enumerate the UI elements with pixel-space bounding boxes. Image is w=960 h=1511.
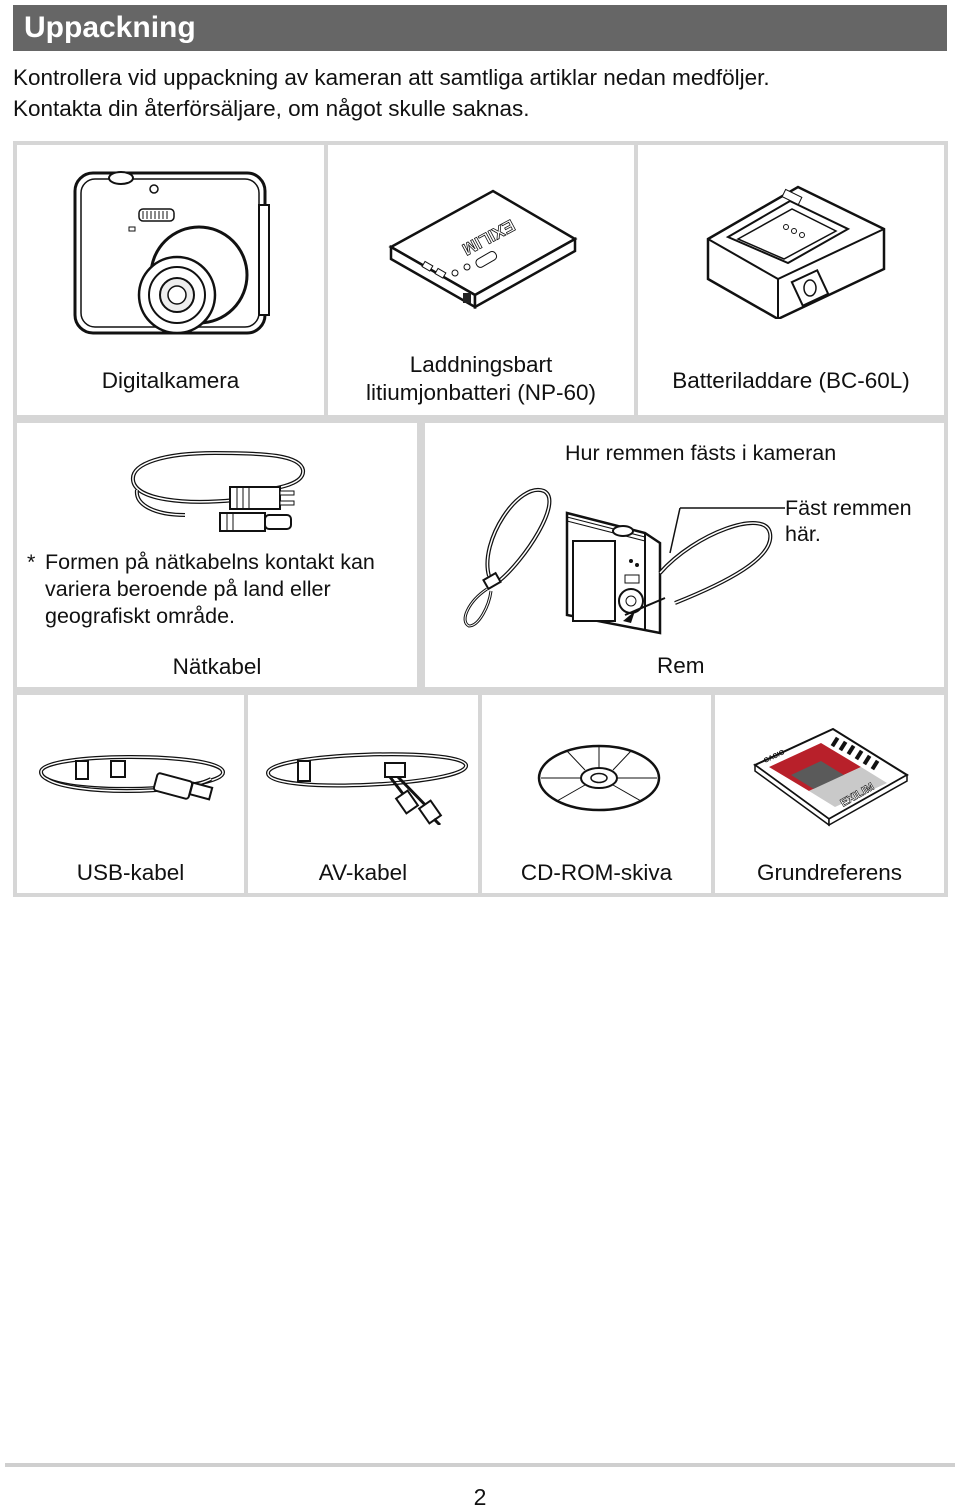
note-line-1: Formen på nätkabelns kontakt kan: [45, 550, 375, 574]
strap-attach-illustration: [565, 503, 785, 643]
usb-cable-illustration: [31, 747, 231, 809]
item-cdrom: CD-ROM-skiva: [478, 691, 715, 897]
note-line-2: variera beroende på land eller: [45, 577, 331, 601]
battery-label-line-2: litiumjonbatteri (NP-60): [365, 380, 597, 405]
item-camera: Digitalkamera: [13, 141, 328, 419]
av-cable-label: AV-kabel: [318, 860, 408, 885]
item-charger: Batteriladdare (BC-60L): [634, 141, 948, 419]
intro-line-2: Kontakta din återförsäljare, om något sk…: [13, 96, 530, 121]
strap-heading: Hur remmen fästs i kameran: [565, 441, 837, 465]
strap-label: Rem: [657, 653, 705, 678]
av-cable-illustration: [260, 745, 474, 825]
camera-label: Digitalkamera: [101, 368, 240, 393]
footer-divider: [5, 1463, 955, 1467]
item-av-cable: AV-kabel: [244, 691, 482, 897]
charger-label: Batteriladdare (BC-60L): [672, 368, 910, 393]
item-battery: EXILIM Laddningsbart litiumjonbatteri (N…: [324, 141, 638, 419]
section-title-bar: Uppackning: [13, 5, 947, 51]
battery-illustration: EXILIM: [383, 185, 583, 315]
note-line-3: geografiskt område.: [45, 604, 236, 628]
strap-illustration: [449, 481, 559, 631]
item-reference: CASIO EXILIM Grundreferens: [711, 691, 948, 897]
intro-line-1: Kontrollera vid uppackning av kameran at…: [13, 65, 770, 90]
intro-text: Kontrollera vid uppackning av kameran at…: [13, 62, 913, 124]
note-asterisk: *: [27, 550, 36, 574]
cdrom-label: CD-ROM-skiva: [520, 860, 673, 885]
strap-callout: Fäst remmen här.: [785, 495, 912, 547]
power-cord-illustration: [125, 445, 315, 540]
power-cord-label: Nätkabel: [172, 654, 262, 679]
charger-illustration: [698, 179, 893, 319]
power-cord-note: * Formen på nätkabelns kontakt kan varie…: [27, 549, 375, 630]
reference-label: Grundreferens: [756, 860, 903, 885]
camera-illustration: [69, 165, 274, 340]
item-strap: Hur remmen fästs i kameran: [421, 419, 948, 691]
section-title: Uppackning: [24, 11, 196, 44]
strap-callout-line-2: här.: [785, 522, 821, 546]
cdrom-illustration: [537, 743, 661, 813]
battery-label: Laddningsbart litiumjonbatteri (NP-60): [328, 351, 634, 407]
strap-callout-line-1: Fäst remmen: [785, 496, 912, 520]
battery-label-line-1: Laddningsbart: [409, 352, 553, 377]
page-number: 2: [473, 1484, 487, 1510]
item-power-cord: * Formen på nätkabelns kontakt kan varie…: [13, 419, 421, 691]
reference-booklet-illustration: CASIO EXILIM: [751, 725, 911, 835]
item-usb-cable: USB-kabel: [13, 691, 248, 897]
usb-cable-label: USB-kabel: [76, 860, 185, 885]
